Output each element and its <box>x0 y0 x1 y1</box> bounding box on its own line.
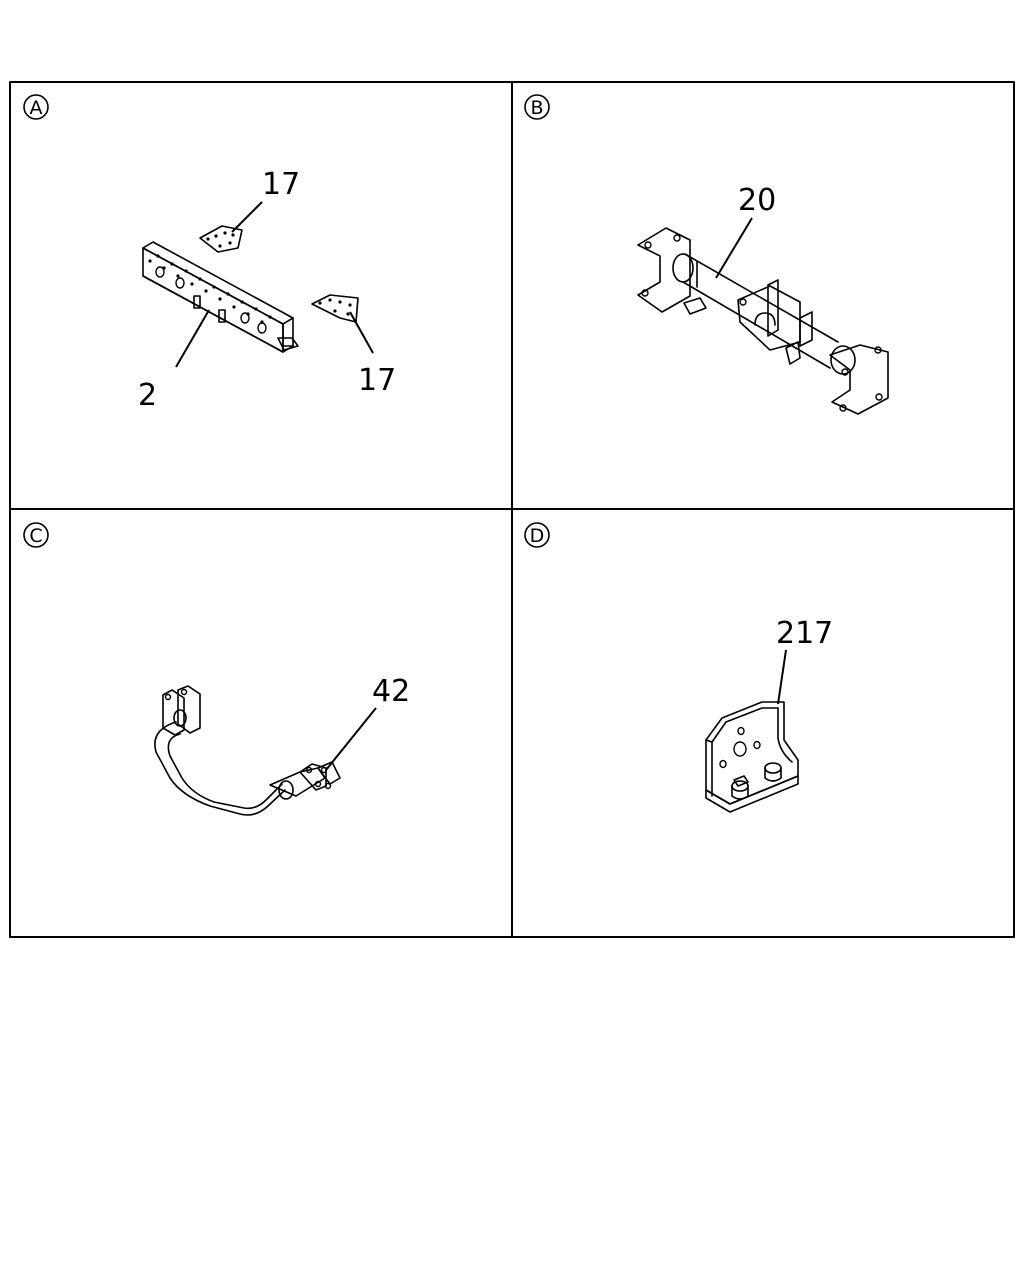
callout-42: 42 <box>372 674 410 709</box>
cell-d-badge: D <box>524 522 550 548</box>
bracket-plate-upper-drawing <box>199 225 243 253</box>
callout-217: 217 <box>776 616 833 651</box>
leader-17-lower <box>349 311 374 354</box>
mount-bracket-drawing <box>705 701 799 813</box>
cell-b-badge: B <box>524 94 550 120</box>
tube-crossmember-drawing <box>637 227 889 415</box>
callout-17-lower: 17 <box>358 363 396 398</box>
cell-a-badge: A <box>23 94 49 120</box>
cell-c-label: C <box>29 525 42 547</box>
cell-a-label: A <box>30 97 43 119</box>
callout-20: 20 <box>738 183 776 218</box>
stabilizer-bar-drawing <box>154 685 341 816</box>
cell-c: C 42 <box>23 522 410 816</box>
leader-2 <box>175 309 210 368</box>
cell-d: D 217 <box>524 522 833 813</box>
leader-20 <box>715 217 753 279</box>
cell-b-label: B <box>530 97 543 119</box>
leader-17-upper <box>231 201 263 233</box>
crossmember-beam-drawing <box>142 241 299 353</box>
callout-17-upper: 17 <box>262 167 300 202</box>
callout-2: 2 <box>138 378 157 413</box>
grid-frame <box>9 81 1015 938</box>
leader-217 <box>777 649 787 705</box>
bracket-plate-lower-drawing <box>311 294 359 323</box>
cell-a: A <box>23 94 396 413</box>
cell-b: B <box>524 94 889 415</box>
leader-42 <box>325 707 377 771</box>
cell-d-label: D <box>530 525 545 547</box>
cell-c-badge: C <box>23 522 49 548</box>
